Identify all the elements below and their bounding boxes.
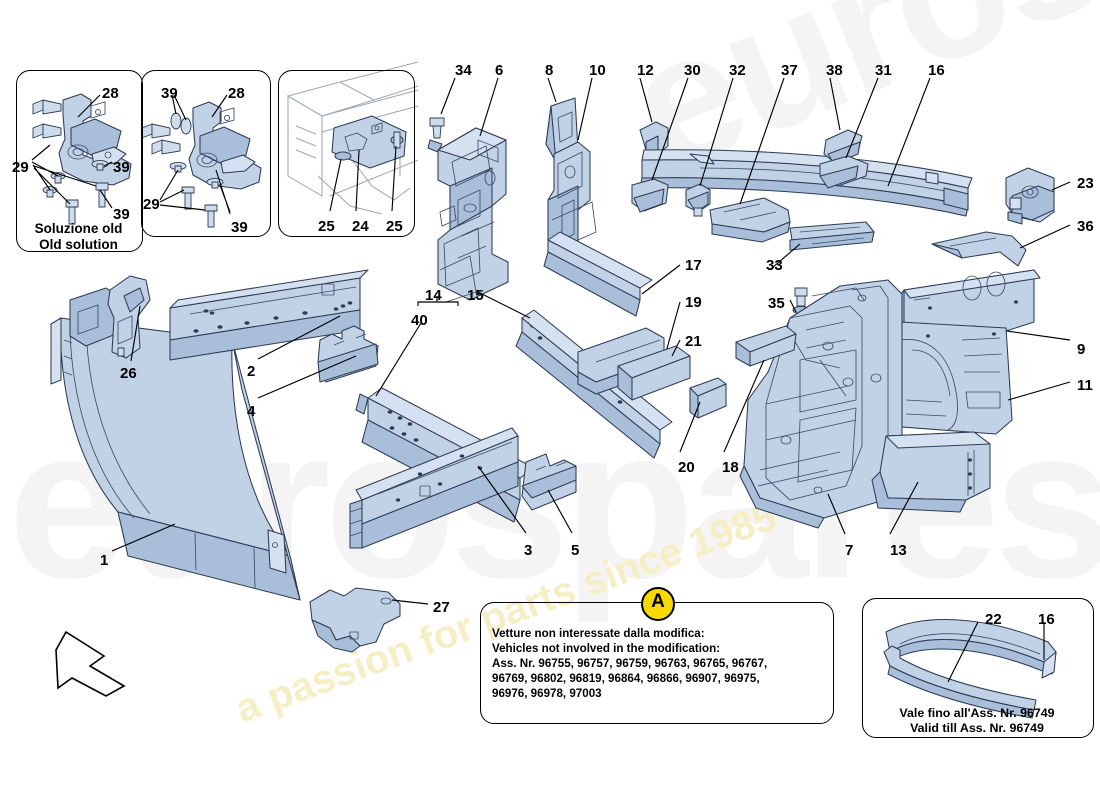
callout-number-23: 23 [1077, 175, 1094, 192]
callout-number-7: 7 [845, 542, 854, 559]
part-3-box-section [349, 427, 527, 549]
valid-till-caption-en: Valid till Ass. Nr. 96749 [910, 721, 1044, 735]
part-11-wheelhouse-liner [885, 321, 1071, 435]
part-6-suspension-mount [437, 77, 509, 303]
inset-callout-number-39: 39 [161, 85, 178, 102]
inset-panel-bracket-detail [278, 70, 415, 237]
part-21-box-block [617, 339, 691, 401]
part-38-wing-bracket [823, 77, 863, 165]
callout-number-35: 35 [768, 295, 785, 312]
part-1-front-bumper-beam [50, 287, 301, 601]
callout-number-2: 2 [247, 363, 256, 380]
callout-number-31: 31 [875, 62, 892, 79]
note-line-1: Vetture non interessate dalla modifica: [492, 627, 705, 640]
old-solution-caption-en: Old solution [39, 237, 118, 252]
callout-number-20: 20 [678, 459, 695, 476]
part-4-mount-bracket [257, 325, 379, 399]
inset-valid-till-art [883, 619, 1057, 719]
old-solution-caption-it: Soluzione old [34, 221, 123, 236]
part-13-lower-liner [871, 431, 991, 535]
inset-bracket-detail-art [286, 61, 419, 215]
part-17-channel-section [543, 231, 681, 317]
inset-callout-number-25: 25 [318, 218, 335, 235]
inset-callout-number-25: 25 [386, 218, 403, 235]
part-27-shaped-panel [309, 587, 429, 653]
part-12-clip [639, 77, 669, 155]
part-34-sensor [427, 77, 456, 153]
callout-number-40: 40 [411, 312, 428, 329]
part-5-bracket [521, 453, 577, 534]
inset-panel-valid-till [862, 598, 1094, 738]
part-16-upper-cross-beam [639, 77, 973, 217]
callout-number-19: 19 [685, 294, 702, 311]
callout-number-27: 27 [433, 599, 450, 616]
part-26-bracket [107, 275, 151, 362]
inset-callout-number-39: 39 [231, 219, 248, 236]
callout-number-6: 6 [495, 62, 504, 79]
inset-callout-number-28: 28 [102, 85, 119, 102]
direction-arrow [55, 630, 126, 697]
inset-callout-number-39: 39 [113, 159, 130, 176]
part-31-bracket [819, 77, 879, 189]
callout-number-36: 36 [1077, 218, 1094, 235]
inset-panel-new-solution [141, 70, 271, 237]
callout-number-30: 30 [684, 62, 701, 79]
callout-number-17: 17 [685, 257, 702, 274]
part-32-clip-bracket [685, 77, 734, 217]
part-33-flat-strip [771, 221, 875, 269]
inset-callout-number-39: 39 [113, 206, 130, 223]
callout-number-9: 9 [1077, 341, 1086, 358]
part-20-small-block [679, 377, 727, 453]
callout-number-15: 15 [467, 287, 484, 304]
callout-number-37: 37 [781, 62, 798, 79]
valid-till-caption-it: Vale fino all'Ass. Nr. 96749 [899, 706, 1055, 720]
callout-number-16: 16 [928, 62, 945, 79]
inset-callout-number-22: 22 [985, 611, 1002, 628]
callout-number-8: 8 [545, 62, 554, 79]
part-37-side-reinforcement [709, 77, 791, 243]
callout-number-34: 34 [455, 62, 472, 79]
callout-number-18: 18 [722, 459, 739, 476]
callout-number-32: 32 [729, 62, 746, 79]
callout-number-11: 11 [1077, 377, 1093, 394]
note-line-5: 96976, 96978, 97003 [492, 687, 602, 700]
inset-callout-number-16: 16 [1038, 611, 1055, 628]
note-line-2: Vehicles not involved in the modificatio… [492, 642, 721, 655]
note-line-3: Ass. Nr. 96755, 96757, 96759, 96763, 967… [492, 657, 768, 670]
callout-number-14: 14 [425, 287, 442, 304]
callout-number-26: 26 [120, 365, 137, 382]
note-badge-a: A [641, 587, 675, 621]
callout-number-33: 33 [766, 257, 783, 274]
callout-number-1: 1 [100, 552, 109, 569]
callout-number-38: 38 [826, 62, 843, 79]
part-2-longitudinal-rail [169, 269, 369, 361]
part-36-curved-bracket [931, 224, 1071, 267]
inset-callout-number-29: 29 [143, 196, 160, 213]
part-23-hinge-lock [1005, 167, 1071, 225]
part-30-bracket [631, 77, 689, 213]
callout-number-4: 4 [247, 403, 256, 420]
inset-callout-number-28: 28 [228, 85, 245, 102]
callout-number-5: 5 [571, 542, 580, 559]
part-18-panel [723, 325, 797, 453]
callout-number-13: 13 [890, 542, 907, 559]
callout-number-21: 21 [685, 333, 702, 350]
inset-callout-number-29: 29 [12, 159, 29, 176]
callout-number-12: 12 [637, 62, 654, 79]
callout-number-3: 3 [524, 542, 533, 559]
inset-panel-old-solution [16, 70, 143, 252]
inset-old-solution-art [31, 93, 132, 225]
inset-callout-number-24: 24 [352, 218, 369, 235]
note-line-4: 96769, 96802, 96819, 96864, 96866, 96907… [492, 672, 760, 685]
callout-number-10: 10 [589, 62, 606, 79]
